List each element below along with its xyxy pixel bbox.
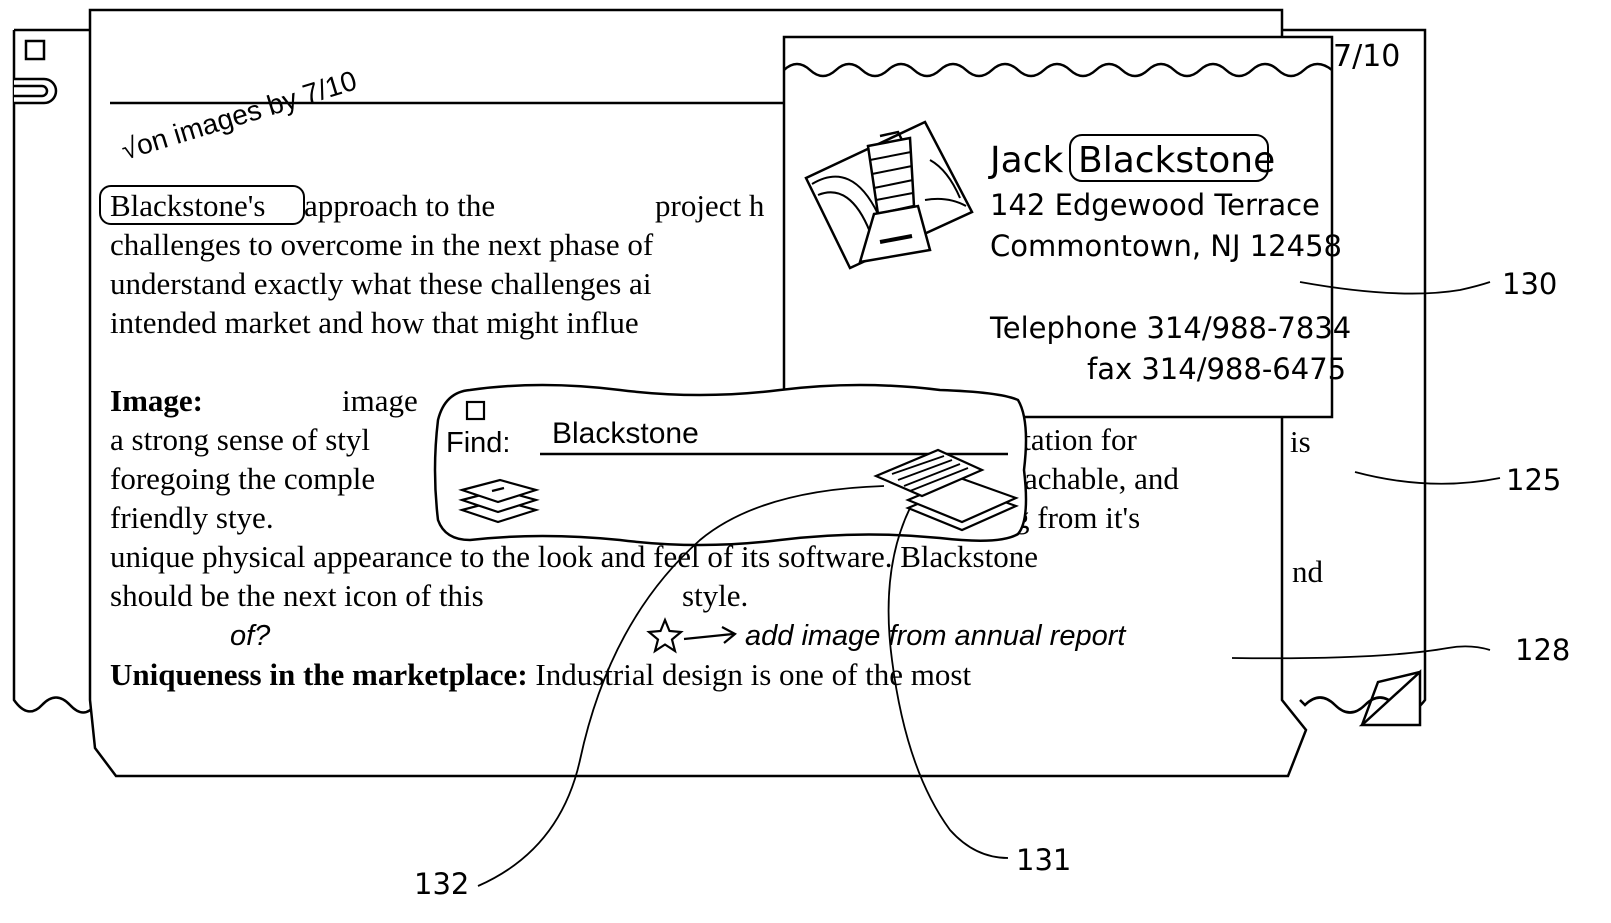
leader-132 bbox=[477, 485, 885, 887]
card-last-name[interactable]: Blackstone bbox=[1078, 140, 1275, 181]
para1-line3: understand exactly what these challenges… bbox=[110, 266, 652, 301]
document-stack-icon[interactable] bbox=[873, 448, 1019, 532]
ref-132: 132 bbox=[414, 867, 469, 901]
back-page-fragment-nd: nd bbox=[1292, 554, 1324, 589]
leader-131 bbox=[887, 507, 1009, 859]
line-e-right: style. bbox=[682, 578, 748, 613]
ref-125: 125 bbox=[1506, 463, 1561, 497]
line-a-right: rtation for bbox=[1012, 422, 1137, 457]
checkbox-icon[interactable] bbox=[24, 39, 46, 61]
uniqueness-label: Uniqueness in the marketplace: bbox=[110, 657, 528, 692]
find-input[interactable]: Blackstone bbox=[552, 417, 699, 450]
highlight-box-blackstones bbox=[99, 185, 305, 225]
image-heading: Image: bbox=[110, 383, 203, 418]
arrow-right-icon bbox=[683, 626, 737, 644]
para1-line2: challenges to overcome in the next phase… bbox=[110, 227, 654, 262]
leader-125 bbox=[1354, 471, 1501, 485]
para1-line4: intended market and how that might influ… bbox=[110, 305, 639, 340]
annotation-add-image: add image from annual report bbox=[745, 620, 1127, 652]
line-a-left: a strong sense of styl bbox=[110, 422, 370, 457]
back-page-fragment-is: is bbox=[1290, 424, 1311, 459]
annotation-of: of? bbox=[230, 620, 271, 652]
leader-128 bbox=[1231, 645, 1491, 660]
line-b-left: foregoing the comple bbox=[110, 461, 375, 496]
find-label: Find: bbox=[446, 427, 510, 459]
card-torn-edge bbox=[783, 62, 1333, 78]
card-first-name: Jack bbox=[988, 140, 1063, 181]
window-controls bbox=[14, 39, 58, 105]
star-icon[interactable] bbox=[646, 617, 684, 654]
line-c-left: friendly stye. bbox=[110, 500, 274, 535]
leader-130 bbox=[1299, 281, 1491, 295]
find-dialog: Find: Blackstone bbox=[433, 383, 1028, 547]
line-c-right: g from it's bbox=[1014, 500, 1140, 535]
ref-128: 128 bbox=[1515, 633, 1570, 667]
image-word: image bbox=[342, 383, 418, 418]
card-telephone: Telephone 314/988-7834 bbox=[989, 311, 1351, 345]
highlight-box-blackstone bbox=[1069, 134, 1269, 182]
ring-clip-icon[interactable] bbox=[14, 77, 58, 105]
ref-130: 130 bbox=[1502, 267, 1557, 301]
para1-line1-end: project h bbox=[655, 188, 765, 223]
back-page-date: 7/10 bbox=[1333, 39, 1400, 74]
leader-lines bbox=[477, 281, 1501, 887]
ref-131: 131 bbox=[1016, 843, 1071, 877]
para1-word-blackstones[interactable]: Blackstone's bbox=[110, 188, 265, 223]
business-card[interactable]: Jack Blackstone 142 Edgewood Terrace Com… bbox=[782, 35, 1351, 419]
card-address2: Commontown, NJ 12458 bbox=[990, 229, 1342, 263]
line-e-left: should be the next icon of this bbox=[110, 578, 484, 613]
find-dialog-outline bbox=[433, 383, 1028, 547]
line-d: unique physical appearance to the look a… bbox=[110, 539, 1038, 574]
reference-numerals: 130 125 128 131 132 bbox=[414, 267, 1570, 901]
blender-logo-icon bbox=[804, 120, 974, 270]
find-close-checkbox-icon[interactable] bbox=[465, 400, 486, 421]
para1-line1-middle: approach to the bbox=[304, 188, 495, 223]
page-curl-icon[interactable] bbox=[1358, 669, 1422, 727]
uniqueness-text: Industrial design is one of the most bbox=[528, 657, 972, 692]
back-page: 7/10 is nd bbox=[12, 28, 1427, 727]
card-address1: 142 Edgewood Terrace bbox=[990, 188, 1320, 222]
page-stack-icon[interactable] bbox=[458, 478, 540, 524]
uniqueness-heading: Uniqueness in the marketplace: Industria… bbox=[110, 657, 971, 692]
card-fax: fax 314/988-6475 bbox=[1087, 352, 1346, 386]
line-b-right: achable, and bbox=[1024, 461, 1179, 496]
